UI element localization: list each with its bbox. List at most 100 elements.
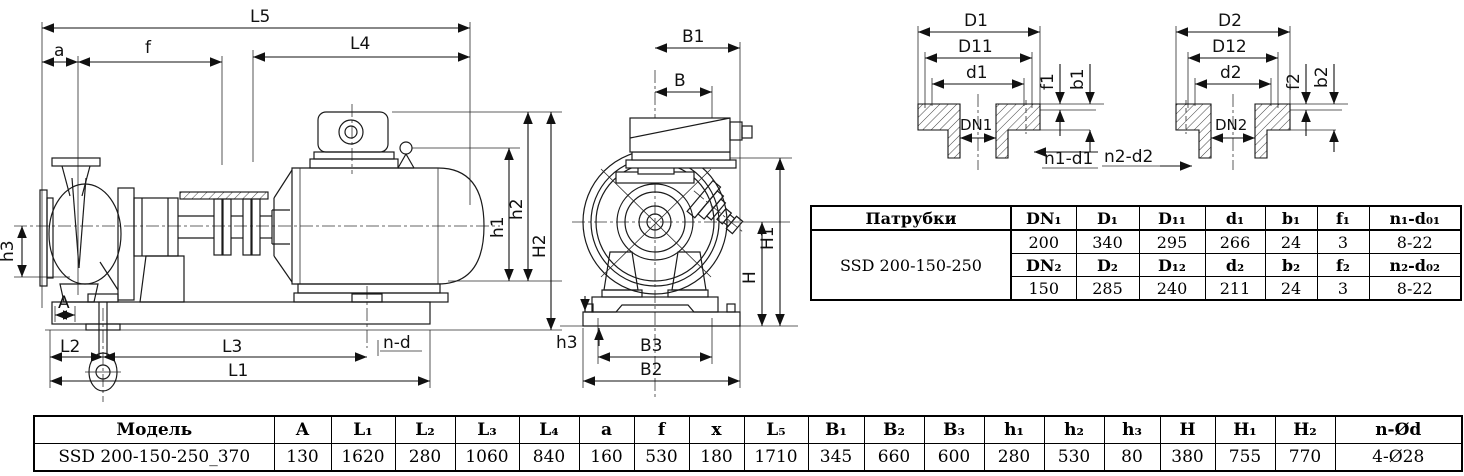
data-cell: 266: [1204, 229, 1266, 254]
dim-label-A: A: [58, 293, 70, 313]
lifting-eye: [397, 141, 415, 169]
data-cell: 24: [1264, 276, 1318, 301]
data-cell: 200: [1010, 229, 1077, 254]
dim-label-n1d1: n1-d1: [1044, 149, 1093, 169]
header-cell: n₂-d₀₂: [1368, 253, 1462, 277]
technical-drawing: L5 a f L4 h1 h2 H2 h3 A L2 L3 L1 n-d: [0, 7, 1348, 402]
dim-label-h2: h2: [507, 198, 527, 220]
discharge-connection: [686, 179, 744, 235]
dim-label-a: a: [54, 41, 64, 61]
bearing-frame: [133, 197, 214, 303]
dim-label-H: H: [740, 271, 760, 284]
header-cell: D₁: [1075, 205, 1140, 231]
terminal-box: [309, 111, 399, 169]
front-view-drawing: B1 B H H1 h3 B3 B2: [556, 27, 798, 398]
dim-label-f2: f2: [1284, 73, 1304, 90]
dim-label-h3-front: h3: [556, 333, 578, 353]
dim-label-b1cap: B1: [682, 27, 704, 47]
baseplate: [51, 293, 431, 331]
header-cell: h₂: [1043, 415, 1105, 444]
dim-label-l4: L4: [350, 34, 370, 54]
header-cell: f₂: [1316, 253, 1370, 277]
data-cell: 3: [1316, 276, 1370, 301]
header-cell: B₂: [863, 415, 925, 444]
dim-label-f: f: [145, 38, 152, 58]
data-cell: 24: [1264, 229, 1318, 254]
header-cell: h₁: [983, 415, 1045, 444]
data-cell: 1620: [330, 443, 396, 472]
front-extension-lines: [560, 42, 798, 388]
dim-label-d1: d1: [966, 63, 988, 83]
data-cell: 1710: [743, 443, 809, 472]
dim-label-bcap: B: [674, 71, 686, 91]
header-cell: L₁: [330, 415, 396, 444]
model-header-row: Модель A L₁ L₂ L₃ L₄ a f x L₅ B₁ B₂ B₃ h…: [33, 415, 1463, 444]
dim-label-b2: b2: [1312, 66, 1332, 88]
flange2-body: [1175, 103, 1291, 159]
data-cell: 345: [807, 443, 865, 472]
table-row: DN₂ D₂ D₁₂ d₂ b₂ f₂ n₂-d₀₂: [811, 253, 1462, 277]
dim-label-D12: D12: [1212, 37, 1247, 57]
data-cell: 150: [1010, 276, 1077, 301]
front-base: [582, 251, 741, 327]
header-cell: h₃: [1103, 415, 1161, 444]
header-cell: Модель: [33, 415, 275, 444]
dim-label-DN2: DN2: [1215, 116, 1247, 134]
data-cell: 130: [273, 443, 332, 472]
front-terminal-box: [615, 117, 753, 184]
dim-label-d2: d2: [1220, 63, 1242, 83]
header-cell: H: [1159, 415, 1216, 444]
flange2-dimensions: D2 D12 d2 DN2 f2 b2: [1176, 11, 1339, 152]
dim-label-D11: D11: [958, 37, 993, 57]
dim-label-l2: L2: [60, 337, 80, 357]
header-cell: L₄: [518, 415, 580, 444]
header-cell: x: [688, 415, 745, 444]
header-cell: D₁₂: [1138, 253, 1206, 277]
table-row: 150 285 240 211 24 3 8-22: [811, 276, 1462, 301]
nozzle-header-row: Патрубки DN₁ D₁ D₁₁ d₁ b₁ f₁ n₁-d₀₁: [810, 205, 1462, 231]
flange1-extension-lines: [917, 26, 1104, 170]
data-cell: 295: [1138, 229, 1206, 254]
data-cell: 280: [983, 443, 1045, 472]
nozzle-table-title: Патрубки: [810, 205, 1012, 231]
header-cell: H₂: [1274, 415, 1336, 444]
model-name-cell: SSD 200-150-250_370: [33, 443, 275, 472]
data-cell: 340: [1075, 229, 1140, 254]
data-cell: 770: [1274, 443, 1336, 472]
data-cell: 4-Ø28: [1334, 443, 1463, 472]
pump-casing: [39, 157, 135, 303]
coupling: [179, 191, 290, 256]
data-cell: 80: [1103, 443, 1161, 472]
front-view-dimensions: B1 B H H1 h3 B3 B2: [556, 27, 785, 386]
dim-label-H2: H2: [530, 234, 550, 258]
dim-label-D2: D2: [1218, 11, 1242, 31]
data-cell: 530: [633, 443, 690, 472]
dim-label-l1: L1: [228, 361, 248, 381]
header-cell: A: [273, 415, 332, 444]
data-cell: 280: [394, 443, 456, 472]
header-cell: d₂: [1204, 253, 1266, 277]
header-cell: L₃: [454, 415, 520, 444]
dim-label-l5: L5: [250, 7, 270, 27]
header-cell: d₁: [1204, 205, 1266, 231]
data-cell: 1060: [454, 443, 520, 472]
data-cell: 8-22: [1368, 276, 1462, 301]
header-cell: D₁₁: [1138, 205, 1206, 231]
data-cell: 755: [1214, 443, 1276, 472]
header-cell: b₂: [1264, 253, 1318, 277]
dim-label-nd: n-d: [383, 333, 411, 353]
data-cell: 660: [863, 443, 925, 472]
header-cell: L₅: [743, 415, 809, 444]
header-cell: DN₂: [1010, 253, 1077, 277]
dim-label-h3-side: h3: [0, 240, 18, 262]
header-cell: f: [633, 415, 690, 444]
dim-label-f1: f1: [1038, 73, 1058, 90]
flange1-dimensions: D1 D11 d1 DN1 f1 b1 n1-d1 n2-d2: [918, 11, 1192, 171]
data-cell: 380: [1159, 443, 1216, 472]
table-row: SSD 200-150-250_370 130 1620 280 1060 84…: [33, 443, 1463, 472]
header-cell: D₂: [1075, 253, 1140, 277]
dim-label-H1: H1: [758, 226, 778, 250]
nozzle-table: Патрубки DN₁ D₁ D₁₁ d₁ b₁ f₁ n₁-d₀₁ SSD …: [810, 205, 1462, 301]
motor: [273, 167, 485, 303]
